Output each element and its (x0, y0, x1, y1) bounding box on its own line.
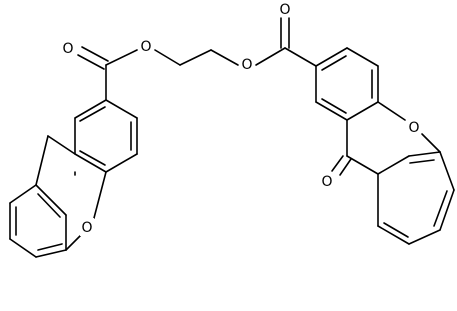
right-ring-b-bond-4b (433, 190, 448, 227)
right-ring-a-bond-2 (346, 47, 379, 67)
left-carbonyl-o-label: O (62, 41, 73, 57)
left-ring-b-bond-4 (35, 249, 67, 258)
right-ring-b-bond-6b (383, 222, 409, 238)
left-ring-o-label: O (81, 220, 92, 236)
atom-ketone-o: O (320, 172, 334, 190)
left-ring-o-bond-b (65, 235, 81, 251)
atom-right-carbonyl-o: O (279, 2, 290, 18)
left-ring-a-bond-4 (74, 153, 107, 173)
left-ring-a-bond-1 (105, 99, 138, 119)
atom-left-ring-o: O (80, 218, 94, 236)
left-bridge-ch2-bond-2 (35, 135, 49, 186)
right-ketone-bond-a (331, 155, 344, 172)
left-carbonyl-bond-a (81, 46, 109, 62)
left-ring-b-bond-1 (9, 184, 37, 204)
atom-left-ester-o: O (139, 38, 153, 55)
left-carbonyl-bond-b (77, 54, 105, 70)
right-ring-a-bond-1 (315, 47, 348, 67)
atom-right-ester-o: O (240, 56, 254, 73)
right-ring-b-bond-1 (377, 155, 410, 175)
left-ring-b-bond-4b (37, 243, 63, 251)
right-carbonyl-ring-bond (284, 47, 317, 67)
atom-left-carbonyl-o: O (62, 41, 73, 57)
left-ring-b-bond-6b (37, 193, 61, 218)
left-ring-a-bond-4b (79, 150, 106, 166)
right-ring-o-bond-b (421, 133, 441, 153)
left-ring-b-bond-3 (9, 238, 37, 258)
right-ring-b-bond-5 (408, 229, 441, 245)
right-ketone-c-bond-b (346, 155, 379, 175)
right-ring-a-bond-5 (315, 101, 348, 121)
atom-right-ring-o: O (407, 119, 421, 136)
right-ester-o-ch2-bond (210, 49, 239, 66)
left-ring-o-bond-a (93, 171, 107, 219)
right-carbonyl-o-label: O (279, 2, 290, 18)
right-ring-b-bond-4 (439, 189, 455, 231)
left-ring-a-bond-6b (79, 106, 106, 122)
right-ring-b-bond-2b (409, 159, 435, 164)
right-ketone-bond-b (339, 158, 352, 176)
left-ester-bond (105, 49, 138, 66)
right-ring-b-bond-3 (439, 151, 455, 191)
right-ring-b-bond-2 (408, 151, 441, 157)
right-ring-a-bond-1b (321, 55, 347, 71)
right-ring-o-bond-a (377, 101, 406, 121)
left-ring-a-bond-6 (74, 99, 107, 119)
left-ester-o-label: O (140, 39, 151, 55)
ethylene-bond (179, 49, 212, 66)
left-bridge-ch2-bond-1 (47, 135, 76, 155)
ketone-o-label: O (321, 174, 332, 190)
left-ring-a-bond-3 (105, 153, 138, 173)
right-ester-bond (255, 47, 286, 66)
right-ester-o-label: O (241, 57, 252, 73)
right-ring-b-bond-6 (377, 225, 410, 245)
left-ester-o-ch2-bond (154, 49, 181, 66)
right-ring-a-bond-5b (321, 98, 347, 114)
right-ring-a-bond-4 (346, 101, 379, 121)
left-ring-b-bond-6 (35, 184, 67, 216)
right-ring-o-label: O (408, 120, 419, 136)
